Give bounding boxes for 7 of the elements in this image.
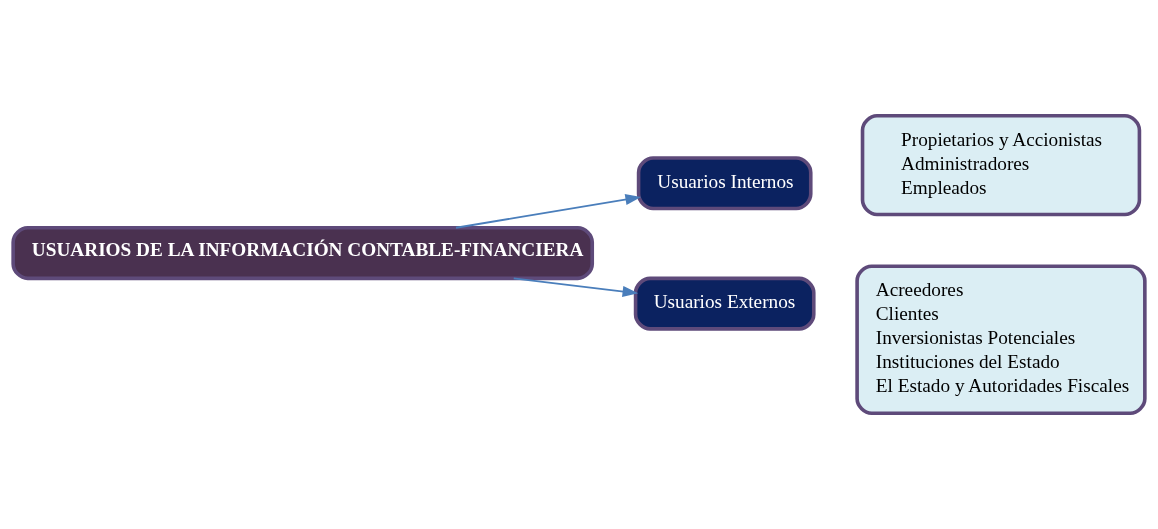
node-box: Acreedores Clientes Inversionistas Potenciales Instituciones del Estado El Estado y Autoridades Fiscales [855, 264, 1147, 415]
node-box: Usuarios Externos [633, 276, 816, 331]
arrow [455, 194, 642, 229]
node-box: Propietarios y Accionistas Administradores Empleados [860, 114, 1142, 217]
arrow [512, 277, 639, 297]
node-box: USUARIOS DE LA INFORMACIÓN CONTABLE-FINANCIERA [11, 225, 595, 281]
node-box: Usuarios Internos [636, 156, 813, 211]
